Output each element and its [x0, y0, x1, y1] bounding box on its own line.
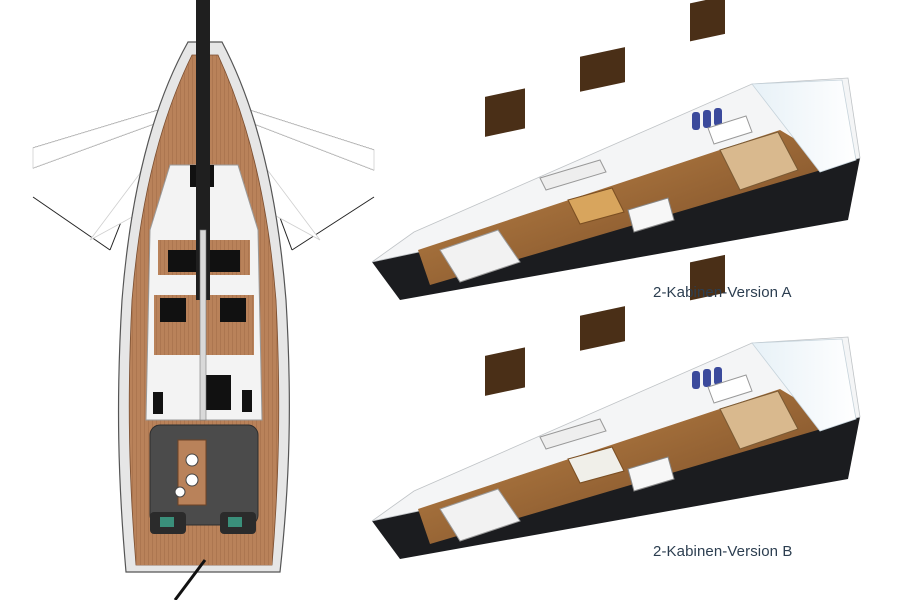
- sofa-b: [539, 418, 607, 450]
- tanks-a: [692, 108, 722, 130]
- galley-b: [627, 456, 675, 492]
- deck-top-view: [32, 0, 375, 600]
- galley-a: [627, 197, 675, 233]
- backstay: [173, 559, 207, 600]
- bow-glass-a: [751, 79, 857, 173]
- interior-cutaway-version-b: [371, 254, 861, 559]
- mast: [196, 0, 210, 300]
- helm-displays: [160, 517, 242, 527]
- bow-bed-a: [719, 131, 799, 191]
- saloon-table-b: [567, 446, 625, 484]
- bow-glass-b: [751, 338, 857, 432]
- boom: [199, 229, 207, 421]
- caption-version-a: 2-Kabinen-Version A: [653, 284, 792, 301]
- sofa-a: [539, 159, 607, 191]
- head-a: [707, 115, 753, 145]
- cabinetry-a: [485, 0, 725, 137]
- caption-version-b: 2-Kabinen-Version B: [653, 543, 793, 560]
- cabinetry-b: [485, 254, 725, 396]
- tanks-b: [692, 367, 722, 389]
- bed-a: [439, 229, 521, 283]
- cockpit-instruments: [174, 453, 199, 498]
- head-b: [707, 374, 753, 404]
- interior-cutaway-version-a: [371, 0, 861, 300]
- bed-b: [439, 488, 521, 542]
- saloon-table-a: [567, 187, 625, 225]
- bow-bed-b: [719, 390, 799, 450]
